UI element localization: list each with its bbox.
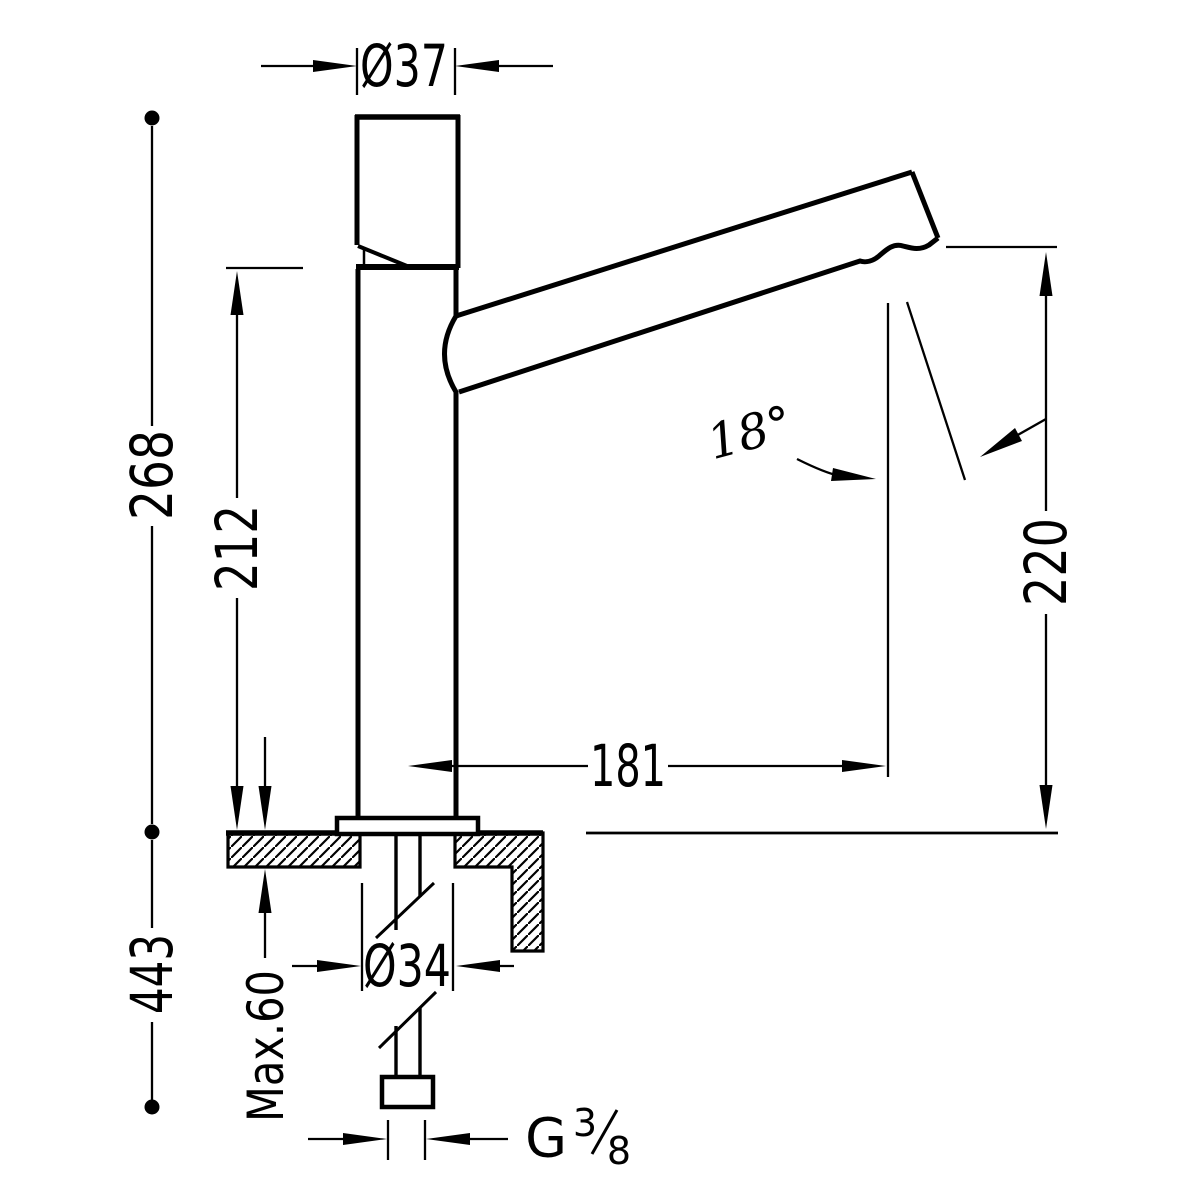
d34-arrow-right (456, 960, 500, 972)
dim-label-height-212: 212 (203, 505, 271, 591)
dim-label-top-diameter: Ø37 (360, 32, 448, 100)
angle-leader-arrow (831, 468, 876, 481)
spout-bottom-edge-with-aerator (458, 236, 940, 395)
dimension-top-diameter (261, 48, 553, 95)
spout-tip-face (909, 171, 941, 239)
d181-arrow-left (408, 760, 452, 772)
angle-branch-arrow (980, 428, 1022, 457)
dimension-212 (226, 266, 303, 830)
spout-top-edge (455, 169, 913, 319)
dimension-outlet-height (946, 245, 1057, 829)
thread-letter-label: G (525, 1107, 567, 1170)
dim-label-max60: Max.60 (237, 970, 295, 1122)
faucet-handle (354, 114, 461, 270)
dimension-hole-diameter (292, 883, 514, 991)
dim-label-height-443: 443 (118, 934, 186, 1014)
angle-reference (796, 301, 1047, 777)
shank-end-nut (379, 1074, 436, 1110)
countertop-left-block (226, 831, 362, 869)
thread-label-group: G 3 8 (525, 1101, 631, 1173)
supply-shank (374, 834, 438, 1110)
handle-lever-cut (357, 244, 408, 268)
shank-break-line-lower (377, 990, 438, 1050)
d443-dot-bottom (144, 1099, 160, 1115)
dimension-chain-left (144, 110, 160, 1115)
dim-label-hole-diameter: Ø34 (363, 932, 451, 1000)
dmax60-arrow-down (258, 786, 272, 830)
shank-break-line-upper (374, 881, 436, 940)
angle-spout-axis-line (905, 301, 967, 481)
d220-arrow-up (1039, 252, 1053, 296)
d212-arrow-down (230, 786, 244, 830)
dimension-thread (308, 1120, 508, 1160)
d181-arrow-right (842, 760, 886, 772)
d220-arrow-down (1039, 785, 1053, 829)
dg38-arrow-right (426, 1133, 470, 1145)
d212-arrow-up (230, 271, 244, 315)
d268-dot-top (144, 110, 160, 126)
d37-arrow-right (455, 60, 499, 72)
thread-denominator-label: 8 (607, 1129, 631, 1173)
dim-label-outlet-height: 220 (1012, 518, 1080, 606)
dimension-spout-reach (408, 760, 886, 772)
spout-round-end (442, 314, 459, 394)
mounting-flange (334, 815, 481, 837)
d268-dot-mid (144, 824, 160, 840)
dg38-arrow-left (343, 1133, 387, 1145)
dim-label-spout-reach: 181 (590, 732, 666, 800)
d34-arrow-left (317, 960, 361, 972)
dimension-max60 (258, 737, 272, 958)
thread-numerator-label: 3 (573, 1101, 597, 1145)
thread-fraction-slash (590, 1109, 619, 1155)
dim-label-spout-angle: 18° (702, 395, 799, 471)
faucet-spout (455, 169, 941, 395)
dmax60-arrow-up (258, 869, 272, 913)
d37-arrow-left (313, 60, 357, 72)
faucet-body (355, 269, 459, 820)
angle-branch-line (1015, 417, 1047, 438)
countertop-right-block (453, 831, 545, 953)
dim-label-height-268: 268 (118, 430, 186, 520)
